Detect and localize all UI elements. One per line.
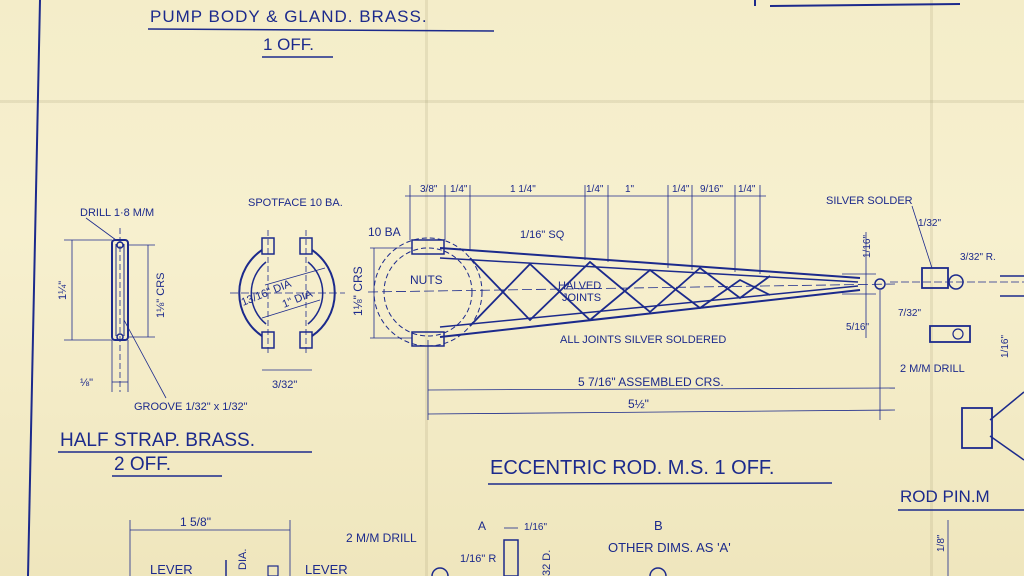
silver-solder-label: SILVER SOLDER [826,195,913,207]
pump-body-qty: 1 OFF. [263,35,314,54]
lever-dia-label: DIA. [237,549,249,570]
paper-crease [0,100,1024,103]
eccentric-rod-title: ECCENTRIC ROD. M.S. 1 OFF. [490,457,774,479]
rod-pin-dim: 1/8" [936,534,947,552]
ring-gap-dim: 3/32" [272,379,297,391]
detail-dim-1: 1/32" [918,218,941,229]
half-strap-side-view [64,217,167,399]
border-line [27,0,41,576]
lever-width-dim: 1 5/8" [180,515,211,529]
half-strap-qty: 2 OFF. [114,454,171,475]
section-a-label: A [478,519,486,533]
paper-crease [425,0,428,576]
title-underline [487,482,833,485]
detail-dim-2: 3/32" R. [960,252,996,263]
rod-assembled-dim: 5 7/16" ASSEMBLED CRS. [578,375,724,389]
rod-overall-dim: 5½" [628,397,649,411]
rod-end-dim-bottom: 5/16" [846,322,869,333]
pump-body-title: PUMP BODY & GLAND. BRASS. [150,7,428,26]
half-strap-title: HALF STRAP. BRASS. [60,430,255,451]
strap-height-dim: 1¼" [57,281,69,300]
rod-crs-dim: 1⅛" CRS [351,266,365,316]
strap-drill-label: DRILL 1·8 M/M [80,207,154,219]
detail-dim-4: 1/16" [1000,335,1011,358]
lever-label-2: LEVER [305,562,348,576]
silver-solder-detail [890,205,1024,461]
rod-halved-label: HALVED [558,280,601,292]
spotface-label: SPOTFACE 10 BA. [248,197,343,209]
rod-top-dim: 1/4" [738,184,756,195]
rod-top-dim: 1/4" [672,184,690,195]
strap-crs-dim: 1⅛" CRS [155,273,167,318]
rod-top-dim: 3/8" [420,184,438,195]
detail-drill-label: 2 M/M DRILL [900,363,965,375]
bottom-radius-label: 1/16" R [460,553,496,565]
rod-ba-label: 10 BA [368,225,401,239]
section-a-dim: 1/16" [524,522,547,533]
lever-label-1: LEVER [150,562,193,576]
other-dims-label: OTHER DIMS. AS 'A' [608,540,731,555]
rod-top-dim: 1 1/4" [510,184,536,195]
detail-dim-3: 7/32" [898,308,921,319]
strap-groove-label: GROOVE 1/32" x 1/32" [134,401,248,413]
rod-silver-soldered-label: ALL JOINTS SILVER SOLDERED [560,334,726,346]
rod-top-dim: 1" [625,184,635,195]
rod-pin-title: ROD PIN.M [900,487,990,506]
rod-top-dim: 9/16" [700,184,723,195]
border-line [769,3,961,7]
eccentric-rod-drawing [367,185,896,420]
rod-joints-label: JOINTS [562,292,601,304]
rod-top-dim: 1/4" [586,184,604,195]
half-strap-ring-view [230,230,345,371]
section-d-label: 32 D. [541,550,553,576]
strap-width-dim: ⅛" [80,377,93,389]
section-b-label: B [654,518,663,533]
rod-end-dim-top: 1/16" [862,235,873,258]
title-underline [147,28,495,32]
rod-sq-label: 1/16" SQ [520,229,565,241]
rod-nuts-label: NUTS [410,273,443,287]
rod-top-dim: 1/4" [450,184,468,195]
bottom-lever-drawings [129,520,949,576]
bottom-drill-label: 2 M/M DRILL [346,531,417,545]
